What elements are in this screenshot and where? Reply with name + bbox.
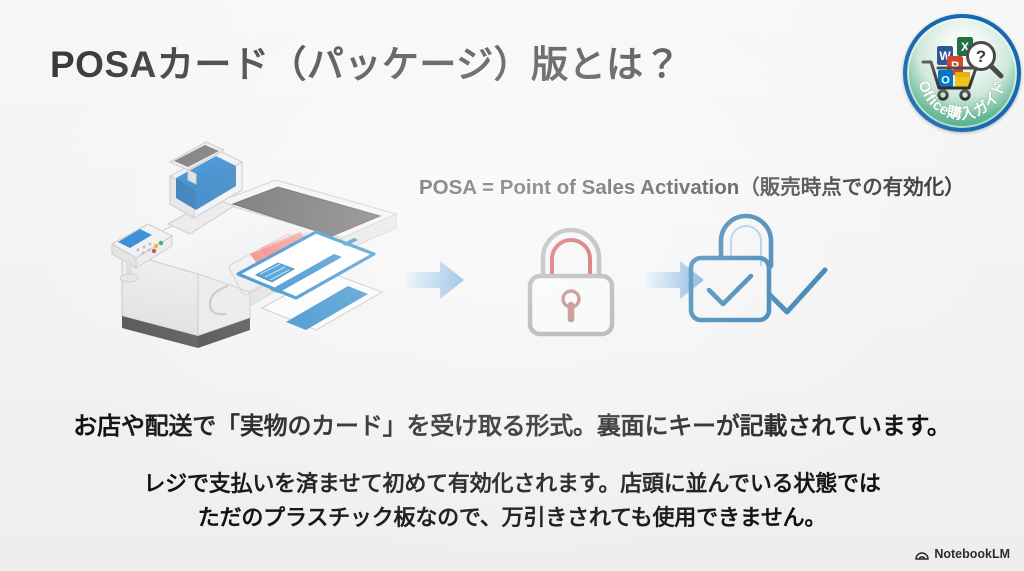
outlook-icon: O <box>938 70 953 88</box>
magnifier-question-icon: ? <box>966 41 1004 79</box>
office-purchase-guide-badge: W X P O <box>903 14 1021 132</box>
page-title: POSAカード（パッケージ）版とは？ <box>50 44 682 85</box>
shopping-cart-icon <box>921 60 978 101</box>
svg-text:O: O <box>941 75 950 87</box>
pos-illustration-svg <box>110 141 398 348</box>
check-icon-inner <box>706 273 754 307</box>
box-icon <box>955 72 970 87</box>
lock-body <box>688 255 772 323</box>
shackle <box>718 213 774 269</box>
counter-handle <box>208 284 229 316</box>
pos-checkout-counter-illustration <box>110 140 410 355</box>
unlocked-padlock-check-icon <box>683 212 838 340</box>
badge-graphics: W X P O <box>907 18 1017 128</box>
notebooklm-icon <box>915 548 930 561</box>
arrow-right-icon-1 <box>404 258 466 302</box>
caption-line-2: レジで支払いを済ませて初めて有効化されます。店頭に並んでいる状態では <box>143 471 881 496</box>
svg-text:X: X <box>961 40 969 54</box>
notebooklm-watermark: NotebookLM <box>915 547 1010 561</box>
caption-line-3: ただのプラスチック板なので、万引きされても使用できません。 <box>197 505 827 530</box>
unlocked-padlock-svg <box>688 213 828 323</box>
customer-display <box>168 141 226 185</box>
locked-padlock-icon <box>510 227 632 340</box>
locked-padlock-svg <box>527 227 615 337</box>
svg-text:P: P <box>951 59 959 73</box>
caption-line-1: お店や配送で「実物のカード」を受け取る形式。裏面にキーが記載されています。 <box>73 413 951 440</box>
arrow-1-svg <box>406 261 464 299</box>
card-chip-icon <box>254 262 296 283</box>
check-icon-outer <box>766 267 828 315</box>
svg-text:?: ? <box>976 47 986 66</box>
notebooklm-glyph <box>915 551 930 560</box>
posa-card-illustration <box>236 230 384 331</box>
badge-svg: W X P O <box>914 37 1010 124</box>
pin-pad <box>110 223 174 283</box>
posa-definition-text: POSA = Point of Sales Activation（販売時点での有… <box>419 176 965 199</box>
notebooklm-label: NotebookLM <box>934 547 1010 561</box>
